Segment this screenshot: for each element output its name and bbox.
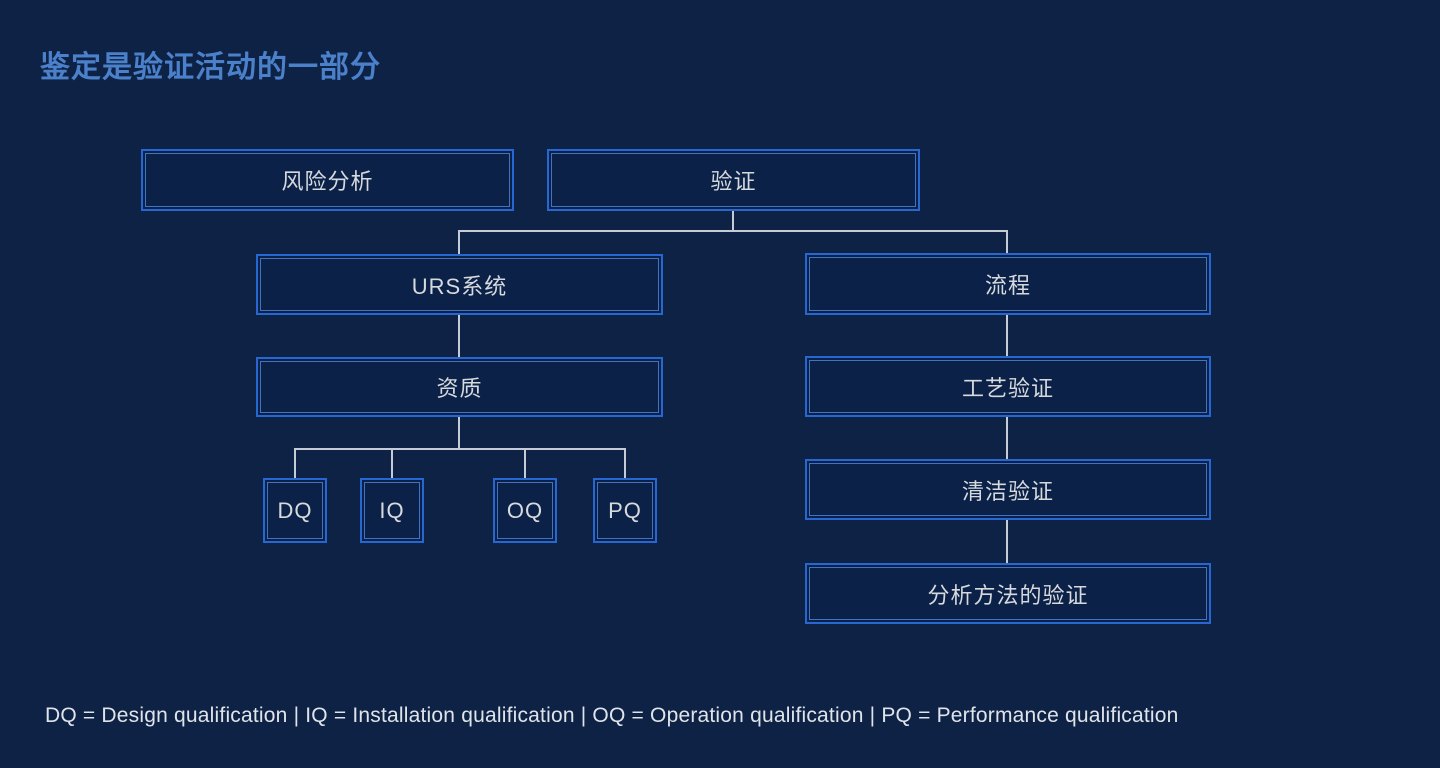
- node-pq: PQ: [593, 478, 657, 543]
- node-label: 风险分析: [281, 169, 374, 194]
- node-label: 资质: [436, 376, 483, 401]
- connector-validation-stem: [732, 211, 734, 232]
- connector-drop-pq: [624, 448, 626, 478]
- node-label: 工艺验证: [961, 375, 1054, 401]
- connector-drop-urs: [458, 230, 460, 254]
- node-process: 流程: [805, 253, 1211, 315]
- node-label: DQ: [277, 497, 313, 523]
- node-dq: DQ: [263, 478, 327, 543]
- connector-processvalidation-cleaning: [1006, 417, 1008, 459]
- node-urs-system: URS系统: [256, 254, 663, 315]
- node-label: OQ: [506, 497, 544, 523]
- node-label: 流程: [984, 273, 1031, 298]
- connector-drop-process: [1006, 230, 1008, 253]
- abbreviation-legend: DQ = Design qualification | IQ = Install…: [45, 704, 1179, 727]
- node-process-validation: 工艺验证: [805, 356, 1211, 417]
- node-label: 验证: [710, 169, 757, 194]
- connector-qualification-stem: [458, 417, 460, 449]
- node-cleaning-validation: 清洁验证: [805, 459, 1211, 520]
- node-validation: 验证: [547, 149, 920, 211]
- connector-qualification-branch: [294, 448, 626, 450]
- page-title: 鉴定是验证活动的一部分: [40, 51, 381, 84]
- connector-urs-qualification: [458, 315, 460, 357]
- connector-validation-branch: [458, 230, 1008, 232]
- connector-process-processvalidation: [1006, 315, 1008, 356]
- connector-cleaning-analytical: [1006, 520, 1008, 563]
- node-label: IQ: [379, 497, 405, 523]
- node-label: 分析方法的验证: [927, 582, 1089, 608]
- node-analytical-method-validation: 分析方法的验证: [805, 563, 1211, 624]
- node-qualification: 资质: [256, 357, 663, 417]
- node-risk-analysis: 风险分析: [141, 149, 514, 211]
- connector-drop-dq: [294, 448, 296, 478]
- node-label: URS系统: [411, 273, 508, 299]
- node-oq: OQ: [493, 478, 557, 543]
- node-iq: IQ: [360, 478, 424, 543]
- connector-drop-iq: [391, 448, 393, 478]
- node-label: PQ: [608, 497, 642, 523]
- connector-drop-oq: [524, 448, 526, 478]
- node-label: 清洁验证: [961, 478, 1054, 504]
